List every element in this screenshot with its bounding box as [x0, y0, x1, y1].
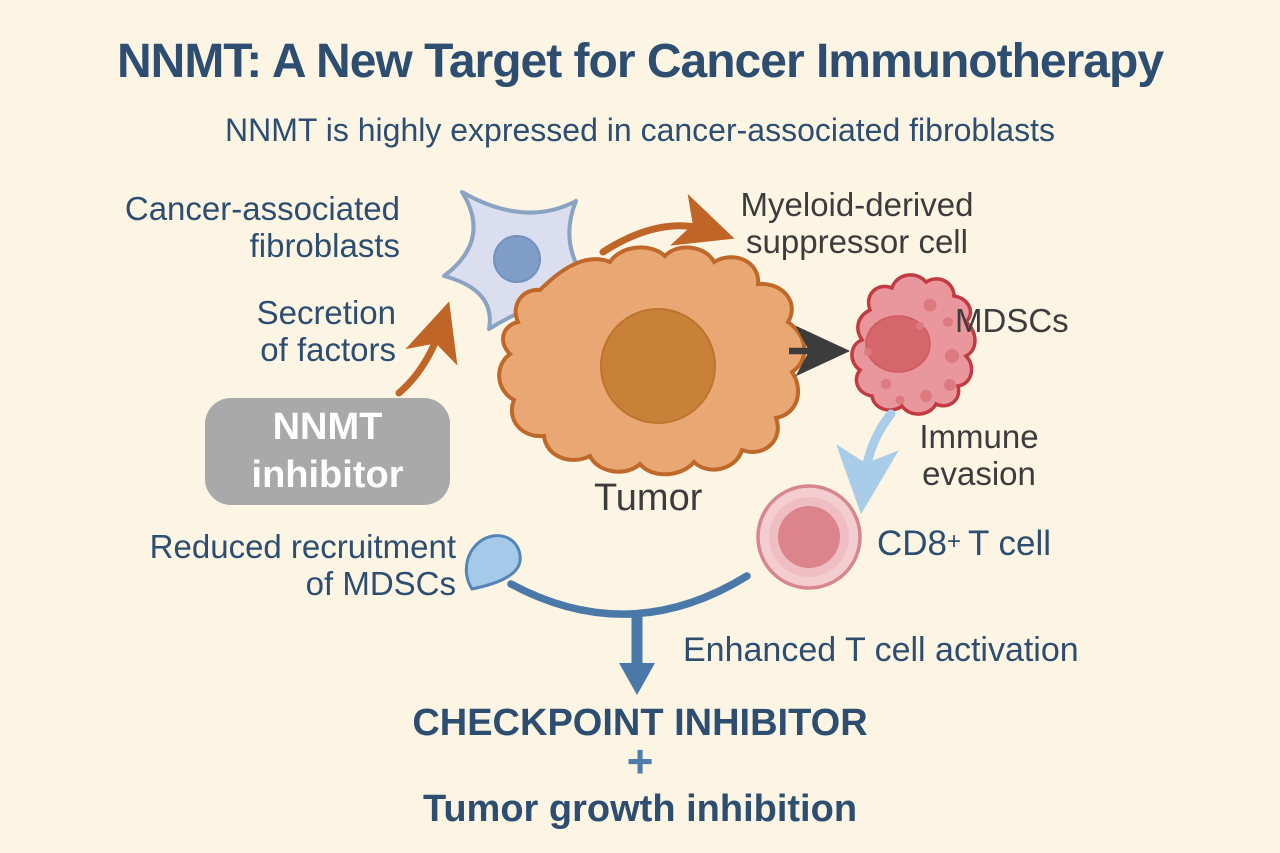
fibroblast-to-mdsc-arrow-icon [599, 193, 735, 256]
secretion-arrow-icon [395, 301, 458, 397]
secretion-of-factors-label: Secretion of factors [256, 294, 396, 369]
cancer-associated-fibroblasts-label: Cancer-associated fibroblasts [124, 190, 400, 265]
myeloid-derived-suppressor-cell-label: Myeloid-derived suppressor cell [740, 186, 974, 261]
checkpoint-inhibitor-label: CHECKPOINT INHIBITOR [412, 702, 868, 744]
enhanced-tcell-activation-label: Enhanced T cell activation [683, 631, 1079, 669]
nnmt-inhibitor-box: NNMT inhibitor [205, 398, 450, 505]
cd8-tcell-label: CD8+T cell [877, 524, 1052, 563]
immune-evasion-arrow-icon [836, 409, 899, 515]
reduced-recruitment-label: Reduced recruitment of MDSCs [149, 528, 456, 603]
plus-icon: + [626, 735, 654, 787]
tumor-growth-inhibition-label: Tumor growth inhibition [422, 788, 858, 830]
mdscs-label: MDSCs [955, 302, 1069, 339]
tumor-cell-shape [497, 245, 807, 477]
page-subtitle: NNMT is highly expressed in cancer-assoc… [225, 112, 1055, 148]
mdsc-cell-shape [850, 273, 977, 416]
immune-evasion-label: Immune evasion [919, 418, 1039, 493]
outcome-arrow-icon [507, 572, 751, 695]
tumor-label: Tumor [594, 477, 703, 519]
page-title: NNMT: A New Target for Cancer Immunother… [116, 35, 1164, 88]
cd8-tcell-shape [756, 484, 862, 590]
teardrop-icon [464, 534, 522, 591]
